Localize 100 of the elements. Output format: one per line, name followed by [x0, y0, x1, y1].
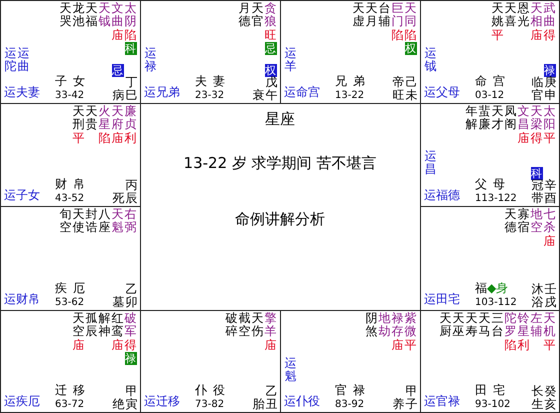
star-name: 天梁 [530, 105, 543, 131]
palace-name: 迁移 [55, 384, 91, 397]
star-name: 紫微 [404, 312, 417, 338]
star-name: 巨门 [391, 2, 404, 28]
star-name: 天同 [404, 2, 417, 28]
age-range: 93-102 [475, 398, 510, 411]
brightness-mark: 得 [530, 132, 542, 145]
life-stage: 绝 [112, 398, 125, 411]
star-name: 天虚 [352, 2, 365, 28]
brightness-mark: 陷 [98, 132, 110, 145]
palace-cell [0, 206, 141, 311]
palace-name: 官禄 [335, 384, 371, 397]
star-name: 天马 [478, 312, 491, 338]
palace-name: 命宫 [475, 75, 511, 88]
star-name: 天刑 [72, 105, 85, 131]
stem-branch: 丁巳 [125, 76, 138, 102]
yearly-star-label: 运钺 [424, 47, 437, 73]
yearly-palace-label: 运福德 [424, 189, 460, 202]
yearly-palace-label: 运命宫 [284, 86, 320, 99]
age-range: 83-92 [335, 398, 364, 411]
star-name: 天空 [72, 312, 85, 338]
yearly-palace-label: 运官禄 [424, 395, 460, 408]
brightness-mark: 庙 [112, 132, 124, 145]
star-name: 恩光 [517, 2, 530, 28]
brightness-mark: 庙 [112, 29, 124, 42]
star-name: 火星 [98, 105, 111, 131]
age-range: 113-122 [475, 192, 517, 205]
life-stage: 衰 [252, 89, 265, 102]
palace-cell [420, 0, 560, 104]
star-name: 天相 [530, 2, 543, 28]
stem-branch: 甲子 [405, 385, 418, 411]
palace-name: 疾厄 [55, 282, 91, 295]
star-name: 天月 [365, 2, 378, 28]
star-name: 龙池 [72, 2, 85, 28]
brightness-mark: 平 [72, 132, 84, 145]
transform-badge: 禄 [124, 352, 136, 365]
star-name: 天德 [504, 208, 517, 234]
star-name: 破军 [124, 312, 137, 338]
star-name: 天哭 [59, 2, 72, 28]
brightness-mark: 庙 [518, 132, 530, 145]
brightness-mark: 陷 [392, 29, 404, 42]
palace-name: 仆役 [195, 384, 231, 397]
star-name: 天机 [543, 312, 556, 338]
stem-branch: 己未 [405, 76, 418, 102]
star-name: 红鸾 [111, 312, 124, 338]
stem-branch: 乙卯 [125, 283, 138, 309]
star-name: 阴煞 [365, 312, 378, 338]
life-stage: 帝旺 [392, 76, 405, 102]
stem-branch: 甲寅 [125, 385, 138, 411]
star-name: 封诰 [85, 208, 98, 234]
palace-name: 田宅 [475, 384, 511, 397]
star-name: 擎羊 [264, 312, 277, 338]
palace-cell [140, 0, 281, 104]
star-name: 禄存 [391, 312, 404, 338]
yearly-palace-label: 运迁移 [144, 395, 180, 408]
star-name: 文曲 [111, 2, 124, 28]
brightness-mark: 利 [124, 132, 136, 145]
star-name: 文昌 [517, 105, 530, 131]
yearly-palace-label: 运兄弟 [144, 86, 180, 99]
palace-name: 夫妻 [195, 75, 231, 88]
transform-badge: 权 [404, 42, 416, 55]
star-name: 地空 [530, 208, 543, 234]
star-name: 天魁 [111, 208, 124, 234]
star-name: 解神 [98, 312, 111, 338]
life-stage: 养 [392, 398, 405, 411]
yearly-palace-label: 运财帛 [4, 293, 40, 306]
yearly-palace-label: 运夫妻 [4, 86, 40, 99]
palace-cell [0, 0, 141, 104]
star-name: 武曲 [543, 2, 556, 28]
yearly-palace-label: 运疾厄 [4, 395, 40, 408]
yearly-star-label: 运羊 [284, 47, 297, 73]
transform-badge: 忌 [264, 42, 276, 55]
age-range: 63-72 [55, 398, 84, 411]
star-name: 天官 [251, 2, 264, 28]
brightness-mark: 庙 [72, 339, 84, 352]
star-name: 天福 [85, 2, 98, 28]
star-name: 左辅 [530, 312, 543, 338]
yearly-star-label: 运禄 [144, 47, 157, 73]
star-name: 地劫 [378, 312, 391, 338]
star-name: 天钺 [98, 2, 111, 28]
transform-badge: 科 [124, 42, 136, 55]
brightness-mark: 旺 [264, 29, 276, 42]
life-stage: 墓 [112, 296, 125, 309]
palace-cell [280, 0, 421, 104]
palace-cell [420, 206, 560, 311]
age-range: 103-112 [475, 296, 517, 309]
brightness-mark: 庙 [392, 339, 404, 352]
star-name: 天贵 [85, 105, 98, 131]
star-name: 贪狼 [264, 2, 277, 28]
brightness-mark: 陷 [504, 339, 516, 352]
age-range: 53-62 [55, 296, 84, 309]
yearly-palace-label: 运仆役 [284, 395, 320, 408]
brightness-mark: 陷 [404, 29, 416, 42]
star-name: 天伤 [251, 312, 264, 338]
palace-cell [0, 103, 141, 207]
brightness-mark: 庙 [264, 339, 276, 352]
life-stage: 胎 [252, 398, 265, 411]
transform-badge: 权 [264, 64, 276, 77]
palace-cell [0, 310, 141, 413]
brightness-mark: 庙 [530, 29, 542, 42]
